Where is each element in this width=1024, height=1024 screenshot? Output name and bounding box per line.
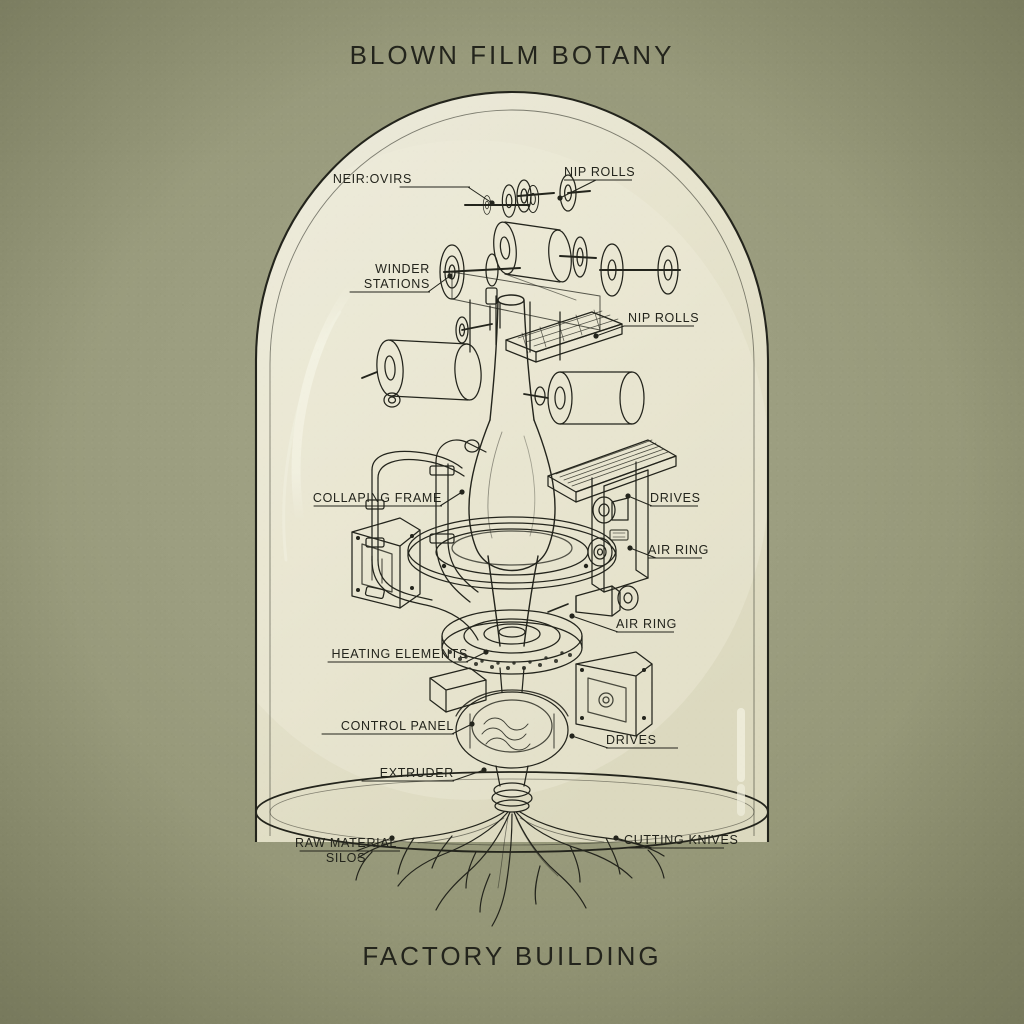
- nip-roll-right: [599, 243, 681, 297]
- callout-collapsing-frame: COLLAPING FRAME: [312, 491, 442, 505]
- callout-control-panel: CONTROL PANEL: [340, 719, 454, 733]
- callout-winder-stations: WINDER STATIONS: [363, 262, 430, 292]
- winder-stations-assembly: [439, 174, 681, 331]
- callout-melt-rolls: NEIR:OVIRS: [332, 172, 412, 186]
- callout-cutting-knives: CUTTING KNIVES: [624, 833, 739, 847]
- callout-air-ring-lower: AIR RING: [616, 617, 678, 631]
- callout-heating-elements: HEATING ELEMENTS: [331, 647, 468, 661]
- extruder-assembly: [429, 667, 569, 813]
- callout-drives-lower: DRIVES: [606, 733, 657, 747]
- callout-raw-material-silos: RAW MATERIAL SILOS: [294, 836, 397, 866]
- air-ring-die: [441, 609, 583, 693]
- glass-highlight-left: [291, 281, 357, 525]
- page-footer-caption: FACTORY BUILDING: [362, 941, 662, 971]
- heating-elements-pipework: [364, 439, 487, 641]
- label-underlines: [302, 179, 724, 852]
- air-ring-nozzle: [547, 585, 639, 617]
- drives-panel: [547, 439, 677, 593]
- winder-drum: [493, 221, 597, 283]
- callout-nip-rolls-top: NIP ROLLS: [564, 165, 636, 179]
- drives-cassette-lower: [575, 651, 653, 737]
- callout-nip-rolls-mid: NIP ROLLS: [628, 311, 700, 325]
- callout-drives-upper: DRIVES: [650, 491, 701, 505]
- root-system: [355, 811, 665, 927]
- page-title: BLOWN FILM BOTANY: [349, 40, 675, 70]
- callout-extruder: EXTRUDER: [379, 766, 454, 780]
- collapsing-frame-roller-left: [361, 339, 482, 408]
- film-bubble: [468, 294, 556, 647]
- nip-roll-drum-right: [523, 371, 645, 425]
- callout-air-ring-upper: AIR RING: [648, 543, 710, 557]
- heating-element-cassette: [351, 517, 421, 609]
